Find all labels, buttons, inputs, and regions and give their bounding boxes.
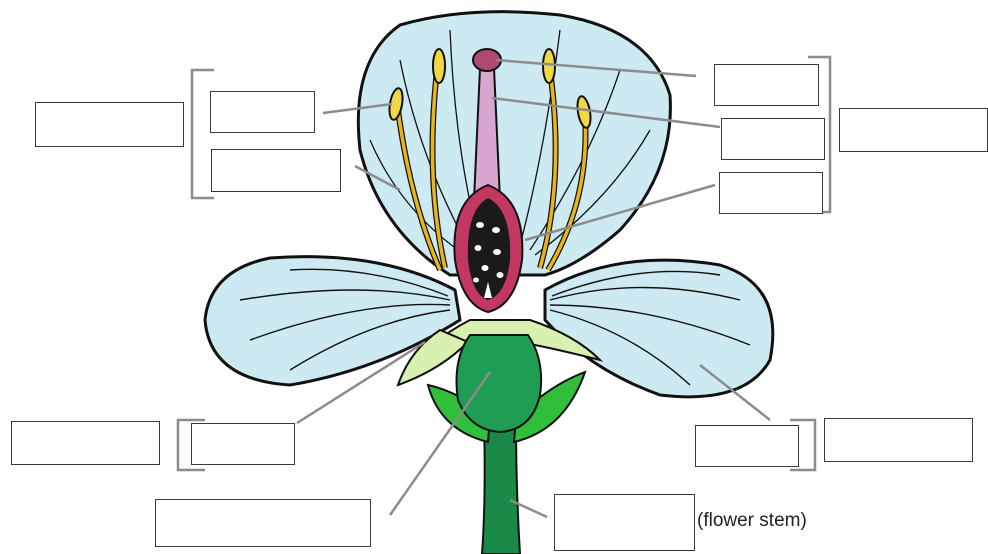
label-box-receptacle[interactable] bbox=[155, 499, 371, 547]
label-box-lower-left-group[interactable] bbox=[11, 421, 160, 465]
label-box-filament[interactable] bbox=[211, 149, 341, 192]
label-box-style[interactable] bbox=[721, 118, 825, 160]
label-box-sepal[interactable] bbox=[191, 423, 295, 465]
label-box-left-group[interactable] bbox=[35, 102, 184, 147]
label-box-petal[interactable] bbox=[695, 425, 799, 467]
label-box-anther[interactable] bbox=[210, 91, 315, 133]
label-box-right-group[interactable] bbox=[839, 108, 988, 152]
flower-stem-caption: (flower stem) bbox=[697, 510, 807, 532]
label-box-stigma[interactable] bbox=[714, 64, 819, 106]
receptacle-shape bbox=[457, 335, 542, 432]
label-box-ovary[interactable] bbox=[719, 172, 823, 214]
label-box-stem[interactable] bbox=[554, 494, 695, 551]
label-box-lower-right-group[interactable] bbox=[824, 418, 973, 462]
